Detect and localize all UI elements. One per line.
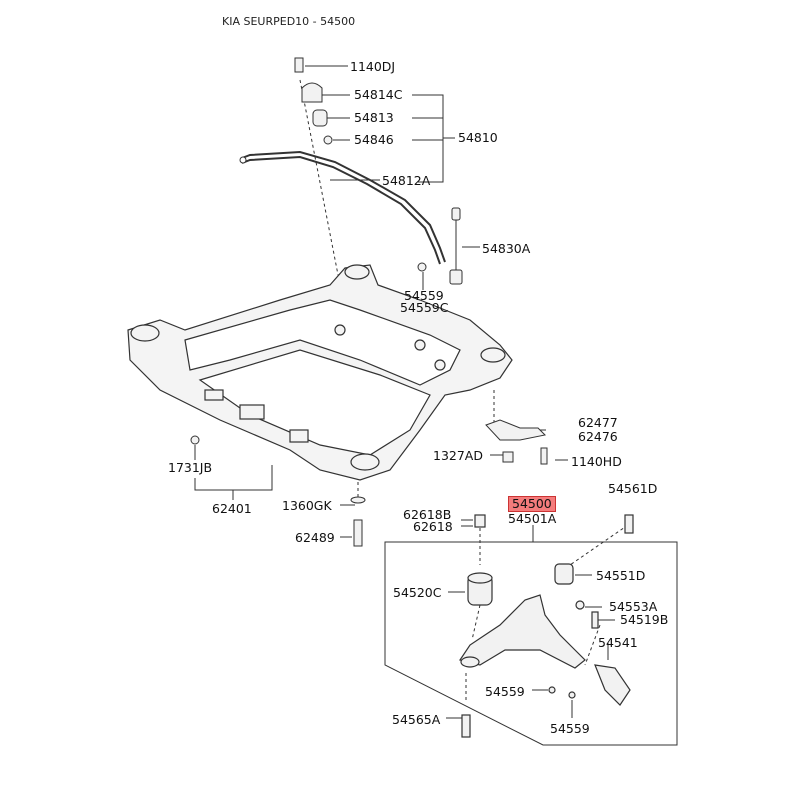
part-54519B[interactable]: 54519B bbox=[620, 612, 669, 627]
part-54814C[interactable]: 54814C bbox=[354, 87, 403, 102]
part-54559C[interactable]: 54559C bbox=[400, 300, 449, 315]
part-54551D[interactable]: 54551D bbox=[596, 568, 646, 583]
part-54559-upper[interactable]: 54559 bbox=[404, 288, 444, 303]
part-54553A[interactable]: 54553A bbox=[609, 599, 658, 614]
part-54541[interactable]: 54541 bbox=[598, 635, 638, 650]
part-54520C[interactable]: 54520C bbox=[393, 585, 442, 600]
part-62618B[interactable]: 62618B bbox=[403, 507, 452, 522]
part-62618[interactable]: 62618 bbox=[413, 519, 453, 534]
part-54559-lower-right[interactable]: 54559 bbox=[550, 721, 590, 736]
part-62477[interactable]: 62477 bbox=[578, 415, 618, 430]
part-1140DJ[interactable]: 1140DJ bbox=[350, 59, 396, 74]
part-54830A[interactable]: 54830A bbox=[482, 241, 531, 256]
part-54810[interactable]: 54810 bbox=[458, 130, 498, 145]
diagram-title: KIA SEURPED10 - 54500 bbox=[222, 15, 356, 28]
part-54501A[interactable]: 54501A bbox=[508, 511, 557, 526]
part-62489[interactable]: 62489 bbox=[295, 530, 335, 545]
part-54813[interactable]: 54813 bbox=[354, 110, 394, 125]
part-62401[interactable]: 62401 bbox=[212, 501, 252, 516]
part-54561D[interactable]: 54561D bbox=[608, 481, 658, 496]
part-54500-highlighted[interactable]: 54500 bbox=[508, 496, 556, 512]
part-54846[interactable]: 54846 bbox=[354, 132, 394, 147]
part-54559-lower-left[interactable]: 54559 bbox=[485, 684, 525, 699]
part-1360GK[interactable]: 1360GK bbox=[282, 498, 332, 513]
part-1327AD[interactable]: 1327AD bbox=[433, 448, 483, 463]
part-1731JB[interactable]: 1731JB bbox=[168, 460, 213, 475]
part-1140HD[interactable]: 1140HD bbox=[571, 454, 622, 469]
part-54812A[interactable]: 54812A bbox=[382, 173, 431, 188]
part-54565A[interactable]: 54565A bbox=[392, 712, 441, 727]
part-62476[interactable]: 62476 bbox=[578, 429, 618, 444]
